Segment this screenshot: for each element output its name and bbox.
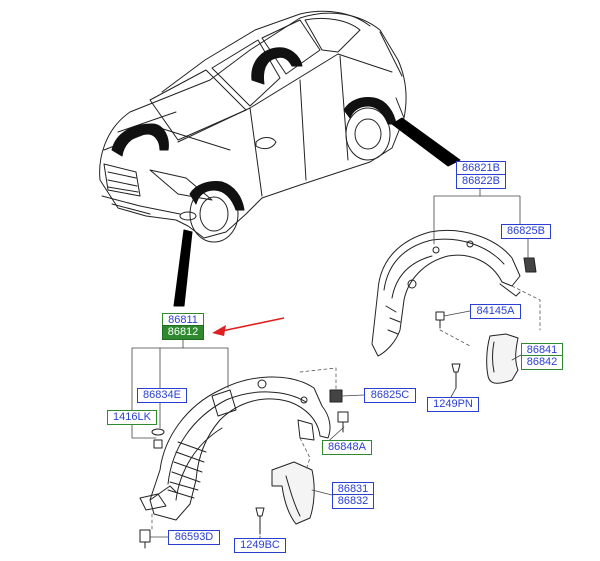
part-label-84145a[interactable]: 84145A: [470, 304, 521, 319]
part-label-86811[interactable]: 86811: [162, 313, 204, 328]
leader-lines: [131, 187, 529, 539]
part-label-86593d[interactable]: 86593D: [168, 530, 220, 545]
dashed-guides: [151, 285, 541, 531]
front-wheel-guard: [139, 376, 349, 549]
part-label-86832[interactable]: 86832: [332, 494, 374, 509]
part-label-86825c[interactable]: 86825C: [364, 388, 416, 403]
rear-wheel-guard: [371, 229, 537, 389]
part-label-1249bc[interactable]: 1249BC: [234, 538, 286, 553]
red-pointer-arrow: [212, 317, 285, 336]
part-label-86841[interactable]: 86841: [521, 343, 563, 358]
part-label-86848a[interactable]: 86848A: [322, 440, 372, 455]
vehicle-pointer-lines: [173, 117, 461, 307]
vehicle-liner-highlights: [111, 47, 397, 211]
part-label-1249pn[interactable]: 1249PN: [427, 397, 479, 412]
part-label-86842[interactable]: 86842: [521, 355, 563, 370]
part-label-86822b[interactable]: 86822B: [456, 174, 506, 189]
part-label-86812-selected[interactable]: 86812: [162, 325, 204, 340]
part-label-1416lk[interactable]: 1416LK: [107, 410, 157, 425]
part-label-86834e[interactable]: 86834E: [137, 388, 187, 403]
part-label-86825b[interactable]: 86825B: [501, 224, 551, 239]
